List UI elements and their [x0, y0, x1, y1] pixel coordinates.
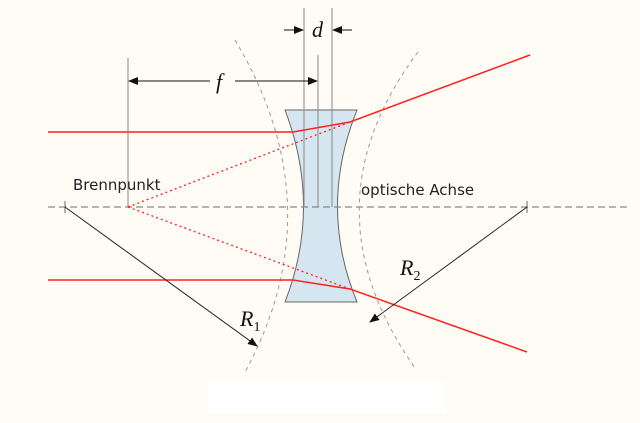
blank-caption-box	[208, 382, 446, 413]
surface-arc-right	[358, 51, 419, 369]
radius1-label: R1	[239, 306, 260, 335]
concave-lens	[284, 109, 358, 303]
radius1-arrow	[64, 206, 258, 347]
thickness-label: d	[312, 17, 324, 42]
focal-point-label: Brennpunkt	[73, 176, 161, 194]
ray-top	[48, 54, 531, 133]
optical-axis-label: optische Achse	[361, 181, 474, 199]
radius2-arrow	[369, 206, 528, 323]
focal-length-label: f	[216, 69, 225, 94]
radius2-label: R2	[399, 255, 420, 284]
surface-arc-left	[234, 39, 289, 373]
ray-bottom	[48, 279, 528, 353]
